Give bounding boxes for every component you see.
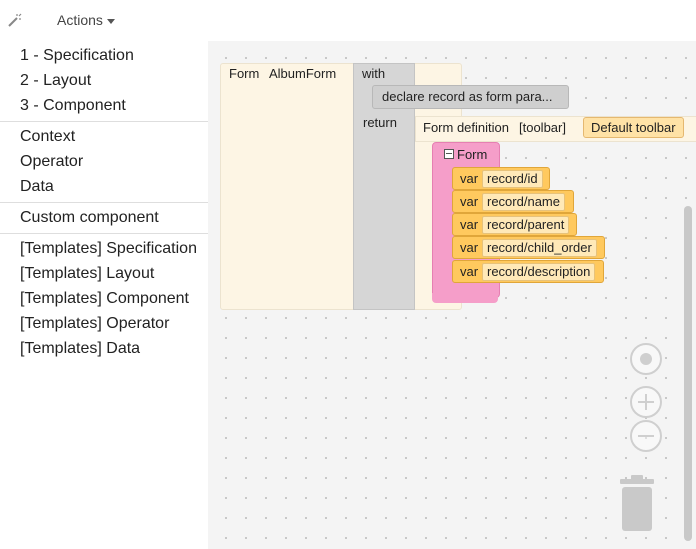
var-keyword: var xyxy=(460,194,479,209)
wand-icon[interactable] xyxy=(7,12,23,28)
plus-icon[interactable] xyxy=(630,386,662,418)
actions-label: Actions xyxy=(57,12,103,28)
with-label: with xyxy=(362,66,386,81)
var-block[interactable]: var record/id xyxy=(452,167,550,190)
category-layout[interactable]: 2 - Layout xyxy=(20,72,92,89)
vertical-scrollbar[interactable] xyxy=(684,206,692,541)
var-keyword: var xyxy=(460,240,479,255)
return-label: return xyxy=(363,115,397,130)
category-component[interactable]: 3 - Component xyxy=(20,97,126,114)
category-group: Context Operator Data xyxy=(0,122,208,203)
var-keyword: var xyxy=(460,217,479,232)
category-templates-operator[interactable]: [Templates] Operator xyxy=(20,315,170,332)
category-specification[interactable]: 1 - Specification xyxy=(20,47,134,64)
chevron-down-icon xyxy=(106,18,115,24)
var-block[interactable]: var record/child_order xyxy=(452,236,605,259)
category-templates-specification[interactable]: [Templates] Specification xyxy=(20,240,197,257)
var-keyword: var xyxy=(460,171,479,186)
category-operator[interactable]: Operator xyxy=(20,153,84,170)
form-component-footer xyxy=(432,293,498,303)
var-block[interactable]: var record/description xyxy=(452,260,604,283)
category-templates-component[interactable]: [Templates] Component xyxy=(20,290,189,307)
category-custom-component[interactable]: Custom component xyxy=(20,209,159,226)
top-toolbar: Actions xyxy=(0,0,696,41)
var-keyword: var xyxy=(460,264,479,279)
default-toolbar-block[interactable]: Default toolbar xyxy=(583,117,684,138)
category-group: [Templates] Specification [Templates] La… xyxy=(0,234,208,364)
var-block[interactable]: var record/name xyxy=(452,190,574,213)
blocks-workspace[interactable]: Form AlbumForm with declare record as fo… xyxy=(208,41,696,549)
toolbar-field-label: [toolbar] xyxy=(519,120,566,135)
form-name[interactable]: AlbumForm xyxy=(269,66,337,81)
var-block[interactable]: var record/parent xyxy=(452,213,577,236)
category-group: Custom component xyxy=(0,203,208,234)
inner-form-label: Form xyxy=(457,147,488,162)
collapse-toggle-icon[interactable] xyxy=(444,149,454,159)
category-context[interactable]: Context xyxy=(20,128,76,145)
actions-menu[interactable]: Actions xyxy=(57,12,115,28)
declare-record-block[interactable] xyxy=(372,85,569,109)
form-definition-label: Form definition xyxy=(423,120,509,135)
target-icon[interactable] xyxy=(630,343,662,375)
minus-icon[interactable] xyxy=(630,420,662,452)
category-templates-data[interactable]: [Templates] Data xyxy=(20,340,141,357)
category-data[interactable]: Data xyxy=(20,178,54,195)
category-group: 1 - Specification 2 - Layout 3 - Compone… xyxy=(0,41,208,122)
toolbox-sidebar: 1 - Specification 2 - Layout 3 - Compone… xyxy=(0,41,208,549)
var-value[interactable]: record/description xyxy=(482,263,596,281)
var-value[interactable]: record/parent xyxy=(482,216,570,234)
category-templates-layout[interactable]: [Templates] Layout xyxy=(20,265,155,282)
form-keyword: Form xyxy=(229,66,260,81)
var-value[interactable]: record/child_order xyxy=(482,239,597,257)
var-value[interactable]: record/id xyxy=(482,170,543,188)
var-value[interactable]: record/name xyxy=(482,193,565,211)
trash-icon[interactable] xyxy=(618,474,656,532)
declare-record-text: declare record as form para... xyxy=(382,89,553,104)
